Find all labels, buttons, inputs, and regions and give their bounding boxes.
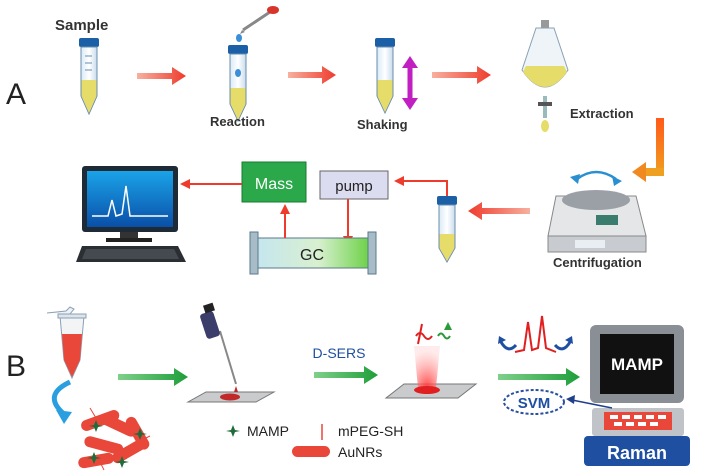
zoom-arrow-icon xyxy=(52,379,72,416)
legend-mamp-label: MAMP xyxy=(247,423,289,439)
dsers-label: D-SERS xyxy=(313,345,366,361)
gc-column xyxy=(249,231,377,275)
spectrum-icon xyxy=(498,315,573,353)
computer-icon xyxy=(76,166,186,262)
mass-label: Mass xyxy=(255,176,293,193)
step-reaction-label: Reaction xyxy=(210,114,265,129)
step-extraction-label: Extraction xyxy=(570,106,634,121)
svm-label: SVM xyxy=(518,395,551,412)
aunrs-cluster-icon xyxy=(78,407,151,471)
zoom-arrowhead-icon xyxy=(56,410,72,424)
legend-mamp-icon xyxy=(226,425,240,437)
arrow-sers-to-raman xyxy=(498,368,580,386)
arrow-gc-to-mass xyxy=(280,204,290,238)
step-sample-label: Sample xyxy=(55,17,108,34)
arrow-reaction-to-shaking xyxy=(288,66,336,84)
raman-computer-icon xyxy=(584,325,690,466)
reaction-tube-icon xyxy=(228,6,279,123)
pump-label: pump xyxy=(335,178,373,195)
legend-mpeg-label: mPEG-SH xyxy=(338,423,403,439)
arrow-mix-to-drop xyxy=(118,368,188,386)
shaking-tube-icon xyxy=(375,38,418,115)
mass-box xyxy=(241,161,307,203)
pump-box xyxy=(319,170,389,200)
supernatant-tube-icon xyxy=(437,196,457,264)
separatory-funnel-icon xyxy=(521,20,569,132)
laser-slide-icon xyxy=(384,322,478,399)
raman-label: Raman xyxy=(607,443,667,463)
step-centrifugation-label: Centrifugation xyxy=(553,255,642,270)
arrow-tube-to-pump xyxy=(394,176,448,196)
step-shaking-label: Shaking xyxy=(357,117,408,132)
pipette-slide-icon xyxy=(186,302,276,403)
panel-a-letter: A xyxy=(6,78,26,111)
centrifuge-icon xyxy=(547,170,647,253)
arrow-sample-to-reaction xyxy=(137,67,186,85)
arrow-centrifuge-to-tube xyxy=(468,202,530,220)
arrow-extraction-to-centrifuge xyxy=(632,118,664,182)
legend-aunrs-label: AuNRs xyxy=(338,444,382,460)
eppendorf-tube-icon xyxy=(46,306,87,380)
arrow-mass-to-computer xyxy=(180,179,242,189)
arrow-raman-to-svm xyxy=(566,395,613,409)
gc-label: GC xyxy=(300,247,324,264)
arrow-shaking-to-extraction xyxy=(432,66,491,84)
arrow-drop-to-sers xyxy=(314,366,378,384)
svm-ellipse xyxy=(503,389,565,415)
panel-b-letter: B xyxy=(6,350,26,383)
sample-tube-icon xyxy=(79,38,99,116)
raman-screen-text: MAMP xyxy=(611,355,663,374)
legend-aunrs-icon xyxy=(292,446,330,457)
